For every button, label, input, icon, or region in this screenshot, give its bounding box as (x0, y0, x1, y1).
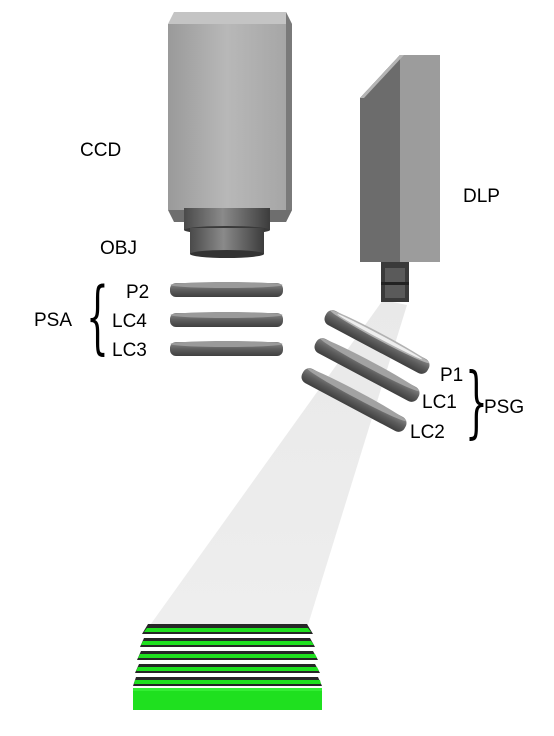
psa-plates (170, 282, 283, 356)
p2-label: P2 (126, 282, 150, 303)
lc2-label: LC2 (410, 422, 445, 443)
psg-plates (301, 310, 430, 432)
objective-lens (184, 208, 270, 258)
projection-beam (148, 300, 407, 628)
fringe-pattern-sample (133, 624, 322, 710)
lc1-label: LC1 (422, 392, 457, 413)
lc4-label: LC4 (112, 311, 147, 332)
polarizer-p1-plate (324, 310, 430, 374)
obj-label: OBJ (100, 238, 137, 259)
psa-brace: { (86, 272, 109, 364)
psa-label: PSA (34, 310, 73, 331)
lc3-plate (170, 341, 283, 356)
psg-brace: } (465, 358, 488, 448)
lc4-plate (170, 312, 283, 327)
lc1-plate (314, 338, 420, 402)
lc3-label: LC3 (112, 340, 147, 361)
ccd-label: CCD (80, 140, 122, 161)
ccd-camera (168, 12, 292, 222)
lc2-plate (301, 368, 407, 432)
p1-label: P1 (440, 365, 464, 386)
psg-label: PSG (484, 397, 525, 418)
dlp-label: DLP (463, 186, 500, 207)
polarizer-p2-plate (170, 282, 283, 297)
dlp-projector (360, 55, 440, 302)
